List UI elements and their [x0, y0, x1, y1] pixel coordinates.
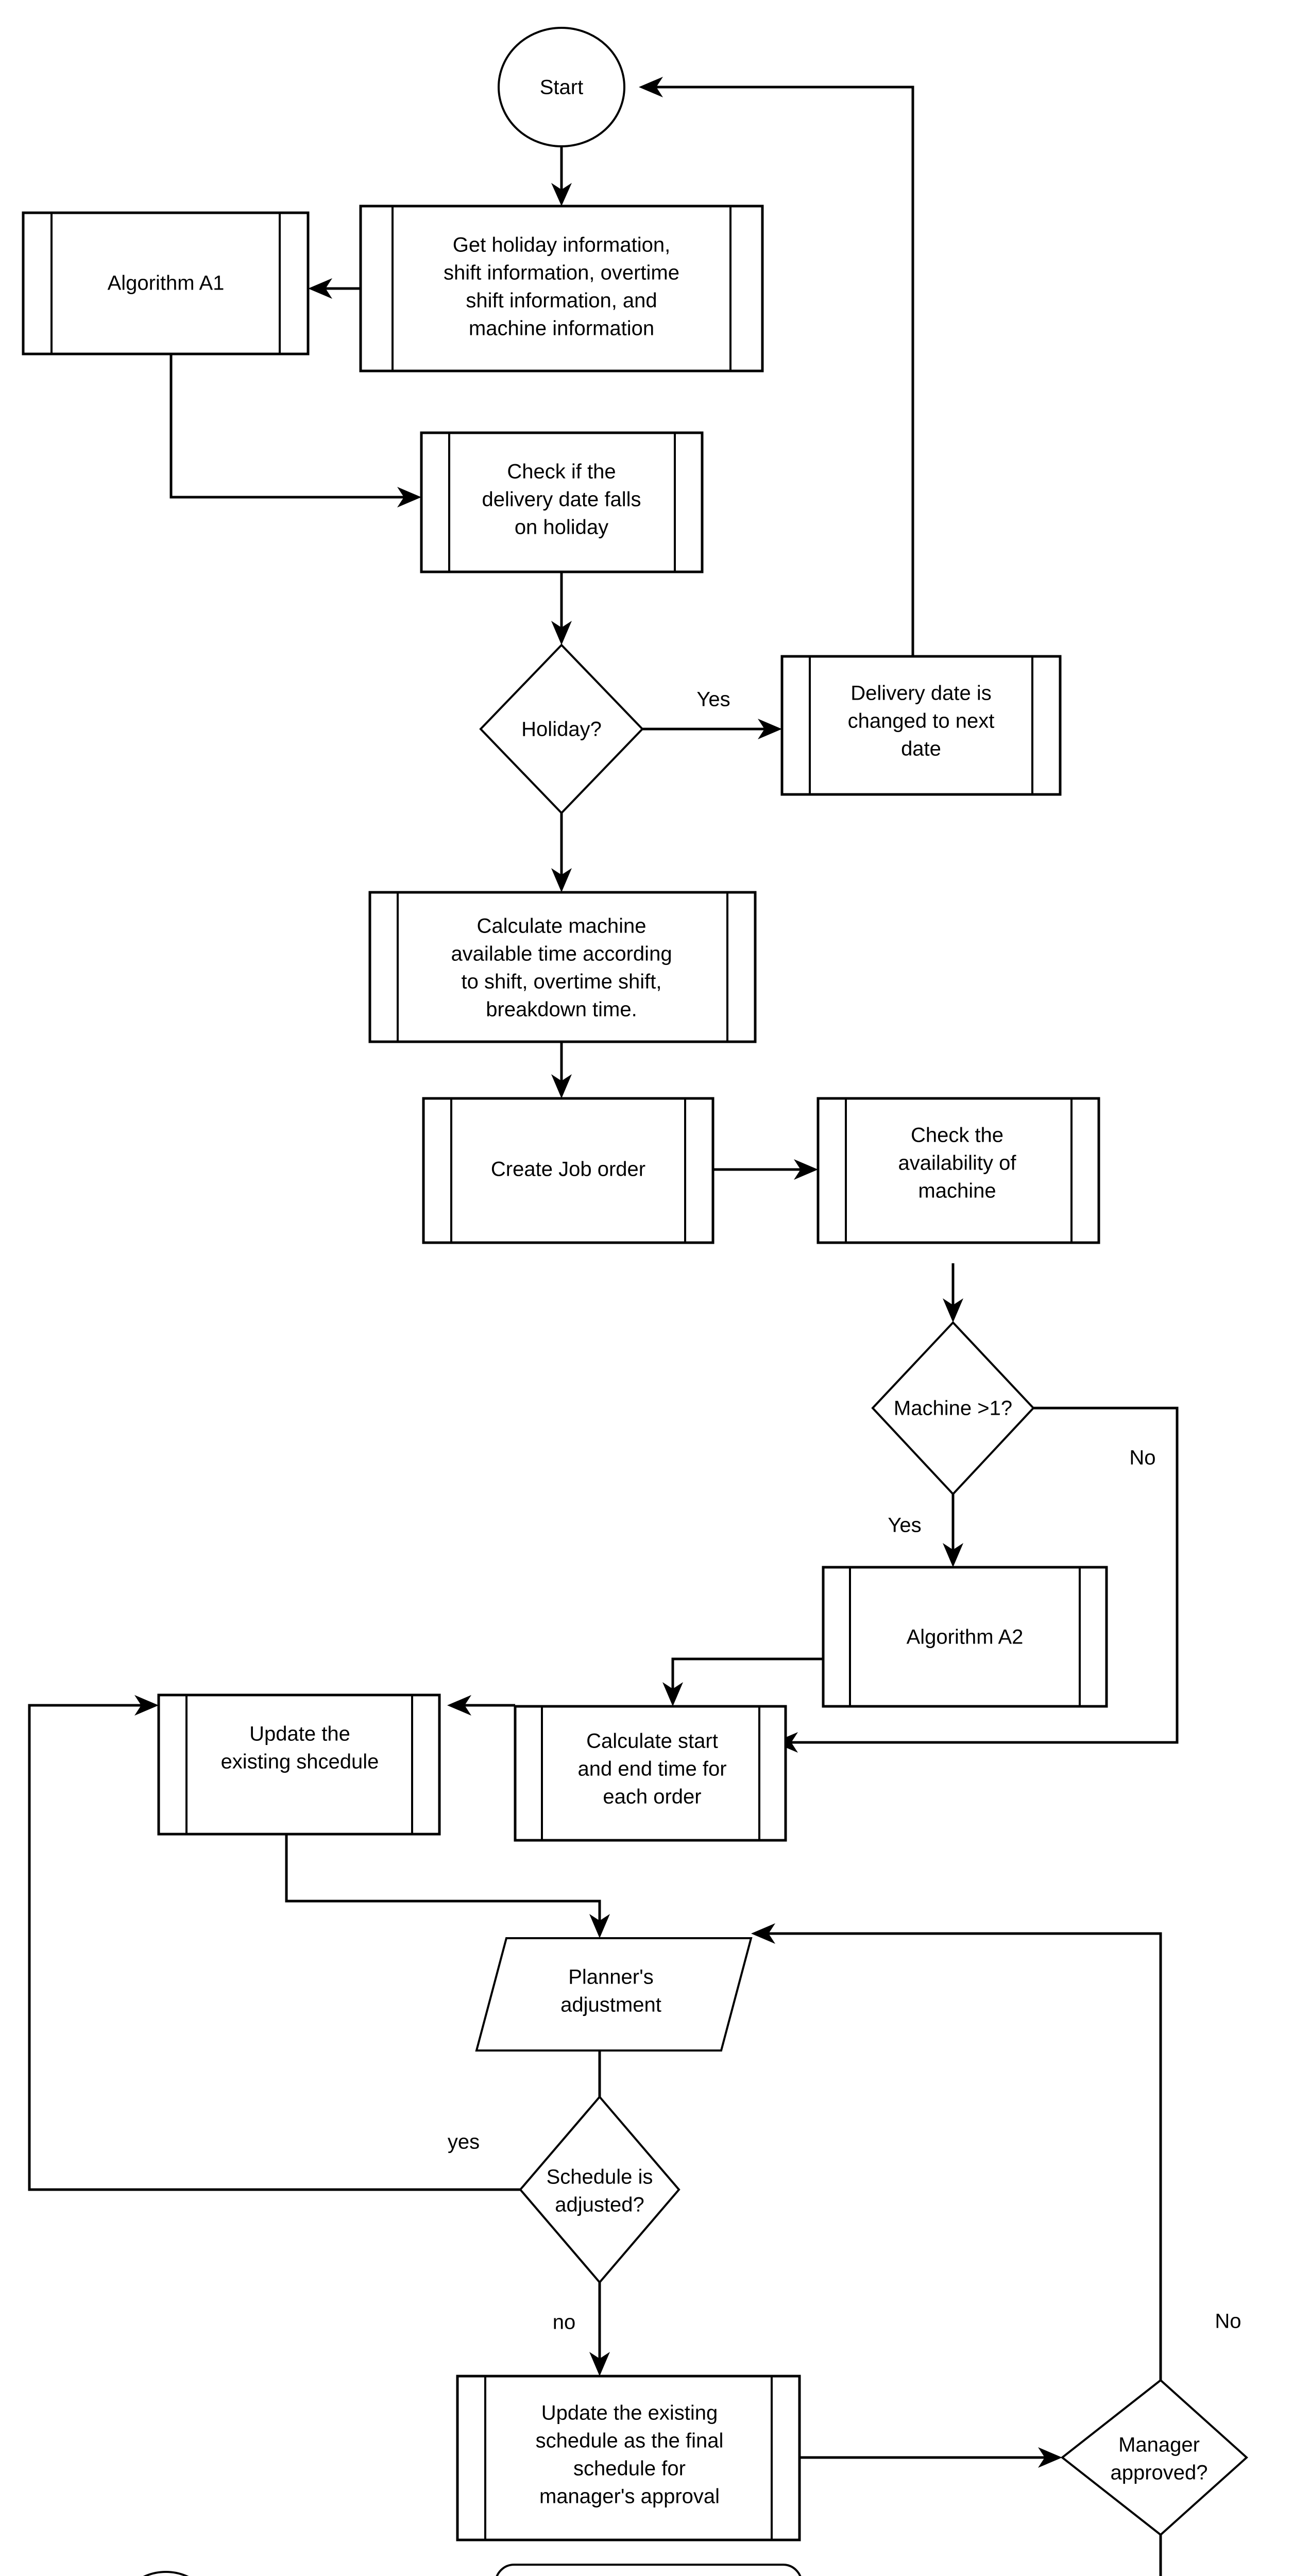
edge-manager-yes-to-store-final	[1159, 2514, 1162, 2576]
edge-get-info-to-algorithm-a1	[308, 278, 361, 299]
node-manager-approved[interactable]: Manager approved?	[1060, 2379, 1248, 2536]
node-manager-approved-line2: approved?	[1110, 2462, 1207, 2484]
node-delivery-changed-line3: date	[901, 738, 941, 760]
node-update-final[interactable]: Update the existing schedule as the fina…	[456, 2375, 801, 2541]
node-delivery-changed[interactable]: Delivery date is changed to next date	[780, 655, 1062, 796]
edge-label-schedule-yes: yes	[448, 2131, 480, 2154]
node-holiday-decision[interactable]: Holiday?	[479, 643, 644, 815]
node-schedule-adjusted-line2: adjusted?	[555, 2194, 644, 2216]
node-planner-adjustment[interactable]: Planner's adjustment	[475, 1937, 753, 2052]
node-machine-decision-label: Machine >1?	[894, 1397, 1012, 1420]
node-calc-machine-time-line2: available time according	[451, 943, 672, 965]
node-calc-start-end-line2: and end time for	[577, 1758, 726, 1781]
node-get-info-line3: shift information, and	[466, 290, 657, 312]
node-update-final-line4: manager's approval	[539, 2485, 720, 2508]
node-check-availability-line2: availability of	[898, 1152, 1016, 1175]
node-check-delivery-line3: on holiday	[515, 516, 608, 539]
node-update-final-line2: schedule as the final	[536, 2430, 724, 2452]
node-algorithm-a1[interactable]: Algorithm A1	[22, 211, 310, 355]
node-manager-approved-line1: Manager	[1118, 2434, 1200, 2456]
node-planner-adjustment-line1: Planner's	[568, 1966, 654, 1989]
edge-label-manager-yes: Yes	[1187, 2575, 1221, 2576]
node-get-info-line1: Get holiday information,	[453, 234, 670, 257]
edge-check-availability-to-machine-decision	[943, 1263, 963, 1323]
node-algorithm-a2[interactable]: Algorithm A2	[822, 1566, 1108, 1708]
node-calc-machine-time[interactable]: Calculate machine available time accordi…	[368, 891, 757, 1043]
node-machine-decision[interactable]: Machine >1?	[871, 1321, 1035, 1496]
node-create-job-order-label: Create Job order	[491, 1158, 645, 1181]
edge-manager-no-to-planner-adjustment	[751, 1923, 1162, 2421]
node-update-schedule-line1: Update the	[249, 1723, 350, 1745]
edge-algorithm-a1-to-check-delivery	[169, 354, 421, 507]
node-update-schedule-line2: existing shcedule	[221, 1751, 379, 1773]
node-check-delivery-line2: delivery date falls	[482, 488, 641, 511]
node-get-info-line4: machine information	[469, 317, 654, 340]
node-check-delivery-line1: Check if the	[507, 461, 616, 483]
node-check-availability-line1: Check the	[911, 1124, 1003, 1147]
node-update-final-line3: schedule for	[573, 2458, 686, 2480]
node-create-job-order[interactable]: Create Job order	[422, 1097, 714, 1244]
node-planner-adjustment-line2: adjustment	[560, 1994, 661, 2016]
node-start[interactable]: Start	[498, 27, 625, 147]
node-start-label: Start	[540, 76, 583, 99]
edge-label-manager-no: No	[1215, 2310, 1241, 2333]
edge-label-machine-yes: Yes	[888, 1514, 921, 1537]
edge-holiday-yes-to-delivery-changed	[642, 719, 782, 739]
edge-machine-yes-to-algorithm-a2	[943, 1494, 963, 1567]
edge-check-delivery-to-holiday	[551, 572, 572, 645]
node-update-schedule[interactable]: Update the existing shcedule	[157, 1693, 441, 1836]
edge-update-final-to-manager-approved	[799, 2447, 1062, 2468]
edge-label-holiday-yes: Yes	[696, 688, 730, 711]
node-get-info-line2: shift information, overtime	[444, 262, 679, 284]
node-calc-start-end-line1: Calculate start	[586, 1730, 718, 1753]
node-get-info[interactable]: Get holiday information, shift informati…	[359, 205, 764, 372]
edge-holiday-to-calc-machine-time	[551, 813, 572, 892]
node-store-final[interactable]: Store the final schedule in database	[496, 2564, 802, 2576]
node-schedule-adjusted-line1: Schedule is	[547, 2166, 653, 2189]
edge-calc-start-end-to-update-schedule	[447, 1695, 515, 1716]
node-calc-machine-time-line4: breakdown time.	[486, 998, 637, 1021]
node-check-availability[interactable]: Check the availability of machine	[816, 1097, 1100, 1244]
edge-create-job-order-to-check-availability	[713, 1159, 818, 1180]
node-algorithm-a1-label: Algorithm A1	[108, 272, 225, 295]
node-calc-start-end[interactable]: Calculate start and end time for each or…	[514, 1705, 787, 1842]
edge-algorithm-a2-to-calc-start-end	[662, 1657, 849, 1706]
edge-schedule-yes-to-update-schedule	[28, 1695, 520, 2191]
node-algorithm-a2-label: Algorithm A2	[907, 1626, 1024, 1649]
node-schedule-adjusted[interactable]: Schedule is adjusted?	[519, 2095, 680, 2284]
edge-label-schedule-no: no	[553, 2311, 576, 2334]
edge-delivery-changed-to-start	[639, 77, 914, 656]
node-check-delivery[interactable]: Check if the delivery date falls on holi…	[420, 431, 704, 573]
edge-schedule-no-to-update-final	[589, 2282, 610, 2376]
node-calc-machine-time-line1: Calculate machine	[477, 915, 646, 938]
node-delivery-changed-line2: changed to next	[848, 710, 995, 733]
node-delivery-changed-line1: Delivery date is	[850, 682, 991, 705]
edge-label-machine-no: No	[1129, 1447, 1155, 1469]
node-check-availability-line3: machine	[918, 1180, 996, 1202]
node-update-final-line1: Update the existing	[541, 2402, 718, 2425]
edge-calc-machine-time-to-create-job-order	[551, 1042, 572, 1098]
node-calc-start-end-line3: each order	[603, 1786, 701, 1808]
node-end[interactable]: End	[112, 2571, 220, 2576]
node-calc-machine-time-line3: to shift, overtime shift,	[461, 971, 661, 993]
node-holiday-decision-label: Holiday?	[521, 718, 602, 741]
